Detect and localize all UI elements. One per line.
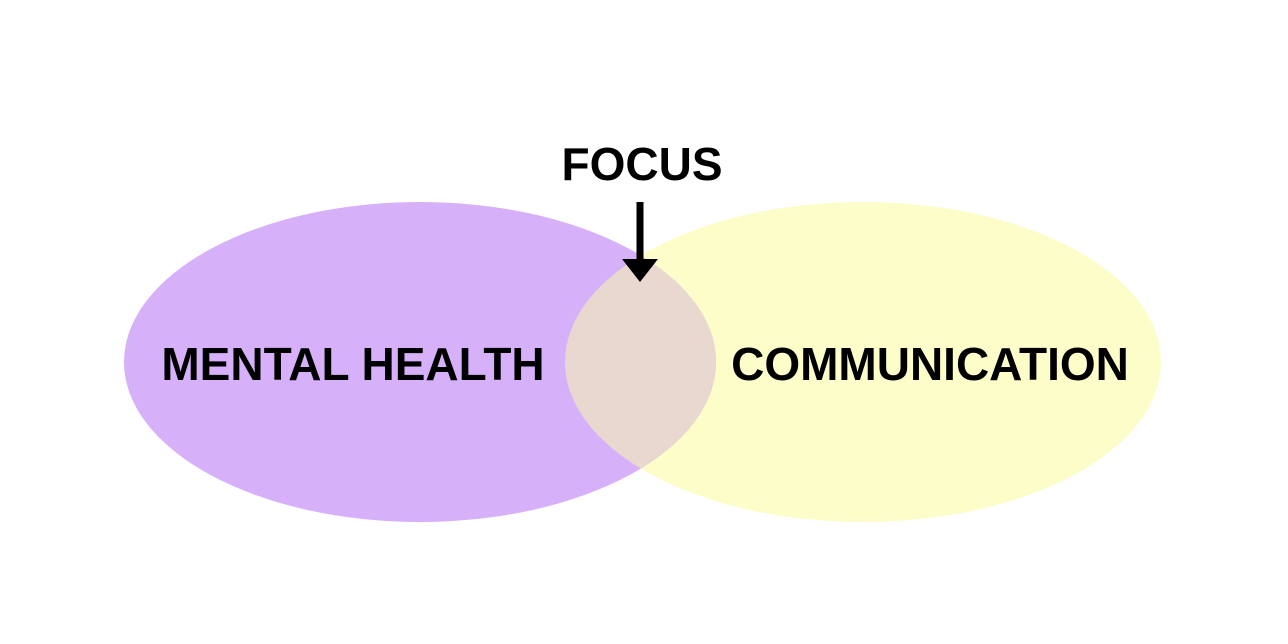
mental-health-circle xyxy=(124,202,716,522)
focus-label: FOCUS xyxy=(562,138,723,190)
communication-label: COMMUNICATION xyxy=(731,338,1129,390)
focus-arrow xyxy=(622,202,658,282)
mental-health-label: MENTAL HEALTH xyxy=(161,338,544,390)
focus-arrow-head xyxy=(622,259,658,282)
communication-circle xyxy=(565,202,1161,522)
